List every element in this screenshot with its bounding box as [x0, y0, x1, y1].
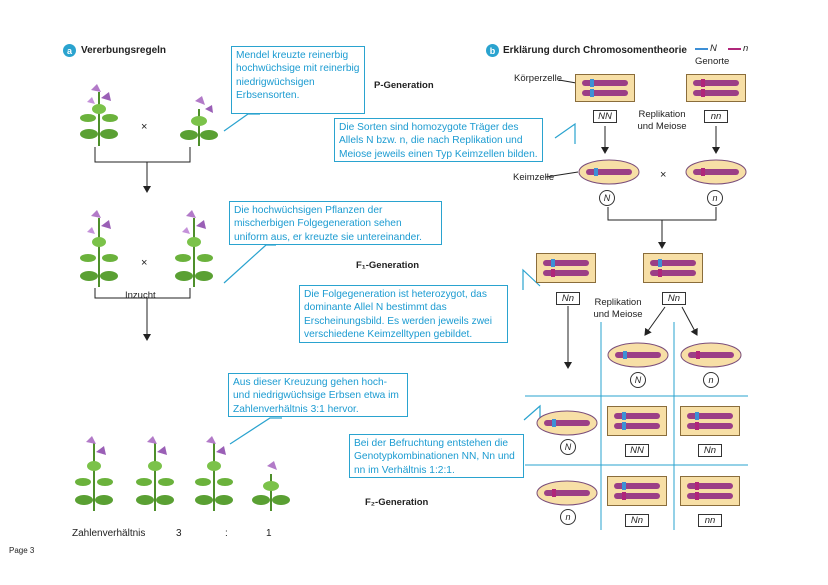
callout-f1: Die hochwüchsigen Pflanzen der mischerbi…	[229, 201, 442, 245]
genotype-p-right: nn	[704, 110, 728, 123]
koerperzelle-f1-right	[643, 253, 703, 283]
plant-f2-tall-1-icon	[75, 436, 113, 511]
cross-symbol-gametes: ×	[660, 169, 667, 181]
grid-cell-r1c2	[680, 406, 740, 436]
plant-short-icon	[180, 96, 218, 146]
genotype-f1-right: Nn	[662, 292, 686, 305]
genotype-r2c2: nn	[698, 514, 722, 527]
section-a-title: Vererbungsregeln	[81, 45, 167, 56]
section-b-badge: b	[486, 44, 499, 57]
keimzelle-small-icon	[685, 159, 747, 185]
ratio-colon: :	[225, 528, 228, 539]
replikation-meiose-1: Replikation und Meiose	[637, 109, 687, 132]
koerperzelle-nn-small	[686, 74, 746, 102]
grid-cell-r2c1	[607, 476, 667, 506]
plant-f2-tall-2-icon	[136, 436, 174, 511]
plant-tall-icon	[80, 84, 118, 146]
allele-p-left: N	[599, 190, 615, 206]
callout-befruchtung: Bei der Befruchtung entstehen die Genoty…	[349, 434, 524, 478]
keimzelle-big-icon	[578, 159, 640, 185]
callout-folgegeneration: Die Folgegeneration ist heterozygot, das…	[299, 285, 508, 343]
legend-n-small-swatch	[728, 48, 741, 50]
allele-p-right: n	[707, 190, 723, 206]
grid-top-allele-1: N	[630, 372, 646, 388]
grid-cell-r1c1	[607, 406, 667, 436]
cross-symbol-p: ×	[141, 121, 148, 133]
koerperzelle-label: Körperzelle	[514, 73, 563, 84]
label-f2-generation: F₂-Generation	[365, 497, 429, 508]
plant-f1-right-icon	[175, 210, 213, 287]
inzucht-label: Inzucht	[125, 290, 156, 301]
section-b-title: Erklärung durch Chromosomentheorie	[503, 45, 687, 56]
f1-to-f2-connector	[94, 288, 191, 340]
grid-top-gamete-small-icon	[680, 342, 742, 368]
grid-left-allele-2: n	[560, 509, 576, 525]
genotype-r2c1: Nn	[625, 514, 649, 527]
replikation-meiose-2: Replikation und Meiose	[593, 297, 643, 320]
callout-mendel: Mendel kreuzte reinerbig hochwüchsige mi…	[231, 46, 365, 114]
ratio-label: Zahlenverhältnis	[72, 528, 146, 539]
grid-top-gamete-big-icon	[607, 342, 669, 368]
ratio-three: 3	[176, 528, 182, 539]
cross-symbol-f1: ×	[141, 257, 148, 269]
grid-left-gamete-big-icon	[536, 410, 598, 436]
legend-genorte: Genorte	[695, 56, 730, 67]
grid-top-allele-2: n	[703, 372, 719, 388]
genotype-f1-left: Nn	[556, 292, 580, 305]
callout-f2: Aus dieser Kreuzung gehen hoch- und nied…	[228, 373, 408, 417]
legend-n-small-label: n	[743, 43, 749, 54]
section-a-badge: a	[63, 44, 76, 57]
plant-f2-short-icon	[252, 461, 290, 511]
keimzellen-merge-connector	[607, 207, 717, 248]
legend-n-big-label: N	[710, 43, 717, 54]
grid-cell-r2c2	[680, 476, 740, 506]
plant-f1-left-icon	[80, 210, 118, 287]
grid-left-gamete-small-icon	[536, 480, 598, 506]
koerperzelle-f1-left	[536, 253, 596, 283]
label-p-generation: P-Generation	[374, 80, 434, 91]
ratio-one: 1	[266, 528, 272, 539]
genotype-p-left: NN	[593, 110, 617, 123]
page-number: Page 3	[9, 546, 35, 555]
p-to-f1-connector	[94, 147, 191, 192]
callout-sorten: Die Sorten sind homozygote Träger des Al…	[334, 118, 543, 162]
koerperzelle-nn-big	[575, 74, 635, 102]
legend-n-big-swatch	[695, 48, 708, 50]
genotype-r1c1: NN	[625, 444, 649, 457]
grid-left-allele-1: N	[560, 439, 576, 455]
label-f1-generation: F₁-Generation	[356, 260, 420, 271]
plant-f2-tall-3-icon	[195, 436, 233, 511]
keimzelle-label: Keimzelle	[513, 172, 555, 183]
genotype-r1c2: Nn	[698, 444, 722, 457]
